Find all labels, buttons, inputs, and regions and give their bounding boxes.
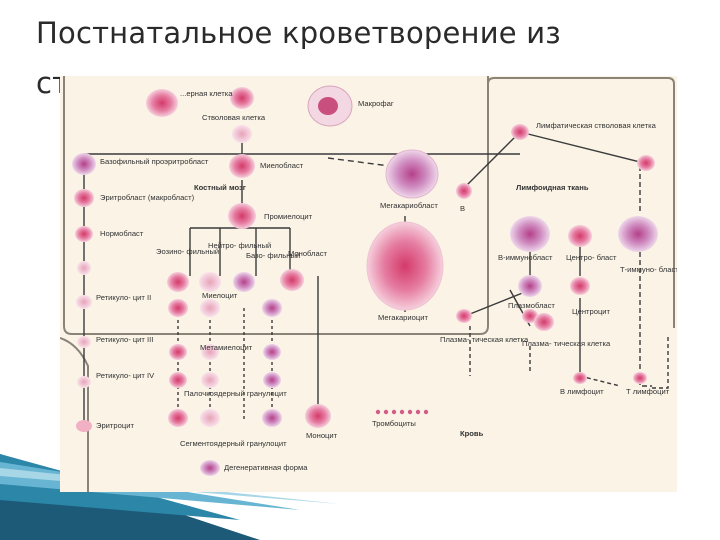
label-megakaryocyte: Мегакариоцит [378, 313, 428, 322]
label-segmented: Сегментоядерный гранулоцит [180, 439, 287, 448]
plasmoblast-cell [518, 275, 542, 297]
label-plasma2: Плазма- тическая клетка [522, 339, 611, 348]
band-baso [263, 372, 281, 388]
label-plasmoblast: Плазмобласт [508, 301, 555, 310]
label-myelocyte: Миелоцит [202, 291, 238, 300]
label-myeloblast: Миелобласт [260, 161, 304, 170]
promyelocyte-cell [228, 203, 256, 229]
reticulocyte-4 [77, 376, 91, 388]
label-erythroblast: Эритробласт (макробласт) [100, 193, 195, 202]
label-b-lymph: В лимфоцит [560, 387, 604, 396]
reticulocyte-3 [77, 336, 91, 348]
megakaryoblast-cell [385, 149, 439, 199]
precursor-cell [146, 89, 178, 117]
band-neutro [201, 372, 219, 388]
centroblast-cell [568, 225, 592, 247]
t-immunoblast-cell [618, 216, 658, 252]
myeloblast-cell [229, 154, 255, 178]
label-plasma1: Плазма- тическая клетка [440, 335, 529, 344]
baso-cell [233, 272, 255, 292]
label-platelets: Тромбоциты [372, 419, 416, 428]
metamyelocyte-eos [169, 344, 187, 360]
label-baso: Базо- фильный [246, 251, 300, 260]
erythrocyte-cell [76, 420, 92, 432]
degenerative-cell [200, 460, 220, 476]
lymph-stem-right [637, 155, 655, 171]
label-eos: Эозино- фильный [156, 247, 219, 256]
basophil-pro-cell [72, 153, 96, 175]
label-t-immunoblast: Т-иммуно- бласт [620, 265, 677, 274]
label-monocyte: Моноцит [306, 431, 338, 440]
label-retic4: Ретикуло- цит IV [96, 371, 155, 380]
label-stem-cell: Стволовая клетка [202, 113, 266, 122]
b-cell [456, 183, 472, 199]
label-macrophage: Макрофаг [358, 99, 394, 108]
macrophage-nucleus [318, 97, 338, 115]
stem-cell-ring [232, 125, 252, 143]
megakaryocyte-cell [366, 221, 444, 311]
label-b-immunoblast: В-иммунобласт [498, 253, 553, 262]
label-retic3: Ретикуло- цит III [96, 335, 153, 344]
metamyelocyte-baso [263, 344, 281, 360]
label-degenerative: Дегенеративная форма [224, 463, 308, 472]
label-monoblast: Монобласт [288, 249, 328, 258]
neutro-cell [199, 272, 221, 292]
plasmoblast-small [522, 309, 538, 323]
label-neutro: Нейтро- фильный [208, 241, 271, 250]
platelet-dots [375, 409, 429, 415]
reticulocyte-1 [77, 261, 91, 275]
erythroblast-cell [74, 189, 94, 207]
label-b: В [460, 204, 465, 213]
label-band: Палочкоядерный гранулоцит [184, 389, 287, 398]
metamyelocyte-neutro [201, 344, 219, 360]
segmented-baso [262, 409, 282, 427]
lymph-stem-cell [511, 124, 529, 140]
myelocyte-baso [262, 299, 282, 317]
megakaryocyte-small [456, 309, 472, 323]
plasma-cell-right [534, 313, 554, 331]
cells [72, 85, 658, 476]
stem-cell [230, 87, 254, 109]
frame-lines [60, 76, 675, 492]
label-precursor: ...ерная клетка [180, 89, 233, 98]
myelocyte-neutro [200, 299, 220, 317]
reticulocyte-2 [76, 295, 92, 309]
label-metamyelocyte: Метамиелоцит [200, 343, 253, 352]
t-lymphocyte-cell [633, 372, 647, 384]
label-centrocyte: Центроцит [572, 307, 611, 316]
band-eos [169, 372, 187, 388]
label-megakaryoblast: Мегакариобласт [380, 201, 438, 210]
label-centroblast: Центро- бласт [566, 253, 617, 262]
centrocyte-cell [570, 277, 590, 295]
normoblast-cell [75, 226, 93, 242]
monoblast-cell [280, 269, 304, 291]
monocyte-cell [305, 404, 331, 428]
eos-cell [167, 272, 189, 292]
myelocyte-eos [168, 299, 188, 317]
b-immunoblast-cell [510, 216, 550, 252]
label-promyelocyte: Промиелоцит [264, 212, 313, 221]
diagram-labels: ...ерная клетка Стволовая клетка Макрофа… [96, 89, 677, 472]
label-erythrocyte: Эритроцит [96, 421, 134, 430]
label-lymphoid-tissue: Лимфоидная ткань [516, 183, 589, 192]
label-normoblast: Нормобласт [100, 229, 144, 238]
segmented-neutro [200, 409, 220, 427]
label-basophil-pro: Базофильный проэритробласт [100, 157, 209, 166]
segmented-eos [168, 409, 188, 427]
label-bone-marrow: Костный мозг [194, 183, 246, 192]
label-blood: Кровь [460, 429, 484, 438]
label-retic2: Ретикуло- цит II [96, 293, 151, 302]
b-lymphocyte-cell [573, 372, 587, 384]
label-lymph-stem: Лимфатическая стволовая клетка [536, 121, 657, 130]
hematopoiesis-diagram: ...ерная клетка Стволовая клетка Макрофа… [60, 76, 677, 492]
label-t-lymph: Т лимфоцит [626, 387, 670, 396]
